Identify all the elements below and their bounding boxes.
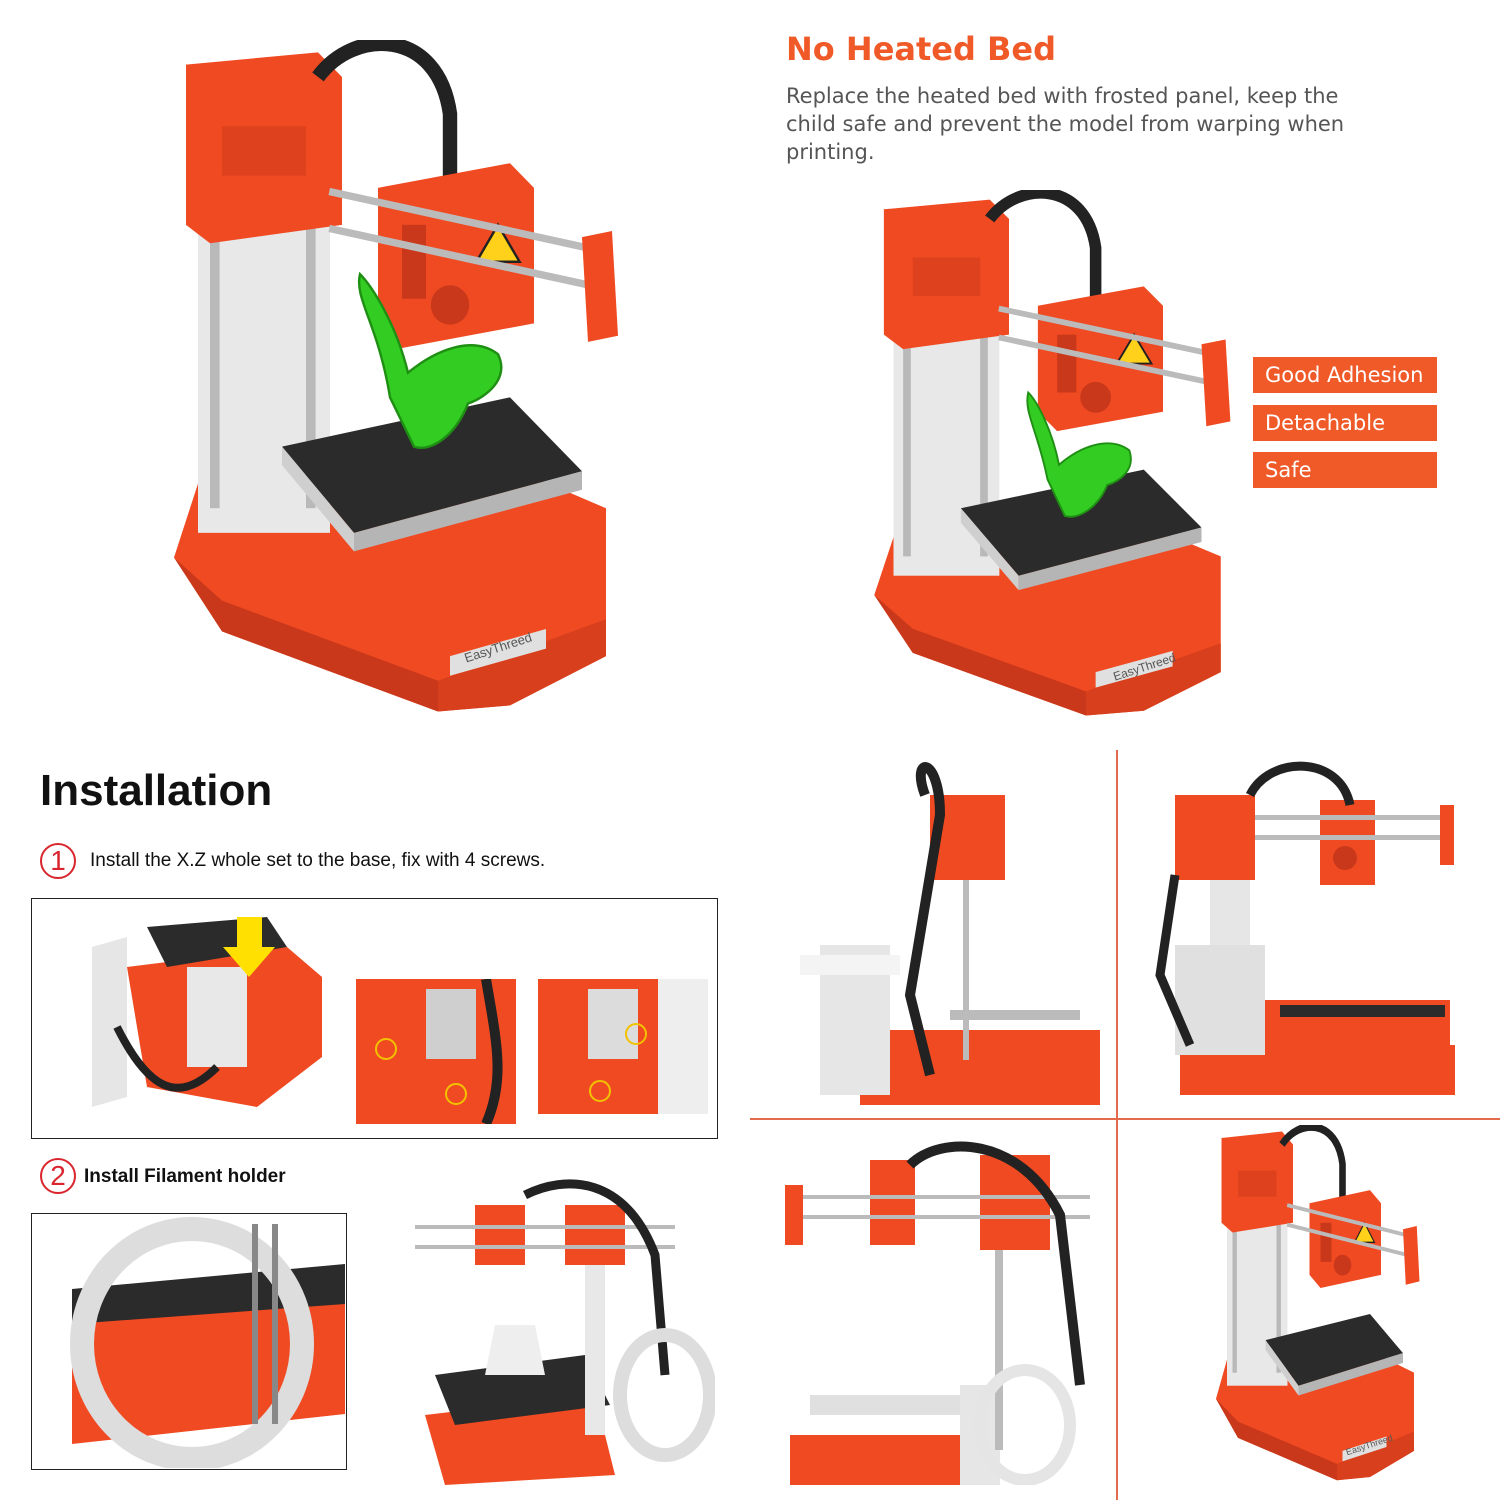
tag-good-adhesion: Good Adhesion — [1253, 357, 1437, 393]
step-2-number: 2 — [40, 1158, 76, 1194]
step-2-text: Install Filament holder — [84, 1166, 286, 1187]
grid-iso-view-image — [1205, 1125, 1425, 1490]
grid-front-view-image — [780, 1135, 1100, 1485]
feature-printer-image — [855, 190, 1240, 730]
installation-title: Installation — [40, 766, 273, 815]
step-1-detail-screws-left — [356, 979, 516, 1124]
step-1-image-frame — [31, 898, 718, 1139]
feature-description: Replace the heated bed with frosted pane… — [786, 84, 1345, 164]
step-1-number: 1 — [40, 843, 76, 879]
feature-title: No Heated Bed — [786, 30, 1057, 68]
grid-side-view-image — [800, 755, 1100, 1105]
grid-divider-horizontal — [750, 1118, 1500, 1120]
step-1-detail-screws-right — [538, 979, 708, 1114]
tag-safe: Safe — [1253, 452, 1437, 488]
grid-divider-vertical — [1116, 750, 1118, 1500]
grid-back-view-image — [1140, 755, 1460, 1105]
step-2-printer-image — [415, 1175, 715, 1485]
tag-detachable: Detachable — [1253, 405, 1437, 441]
step-2-image-frame — [31, 1213, 347, 1470]
hero-printer-image — [150, 40, 630, 730]
step-1-detail-base — [87, 907, 327, 1132]
step-1-text: Install the X.Z whole set to the base, f… — [90, 850, 546, 871]
